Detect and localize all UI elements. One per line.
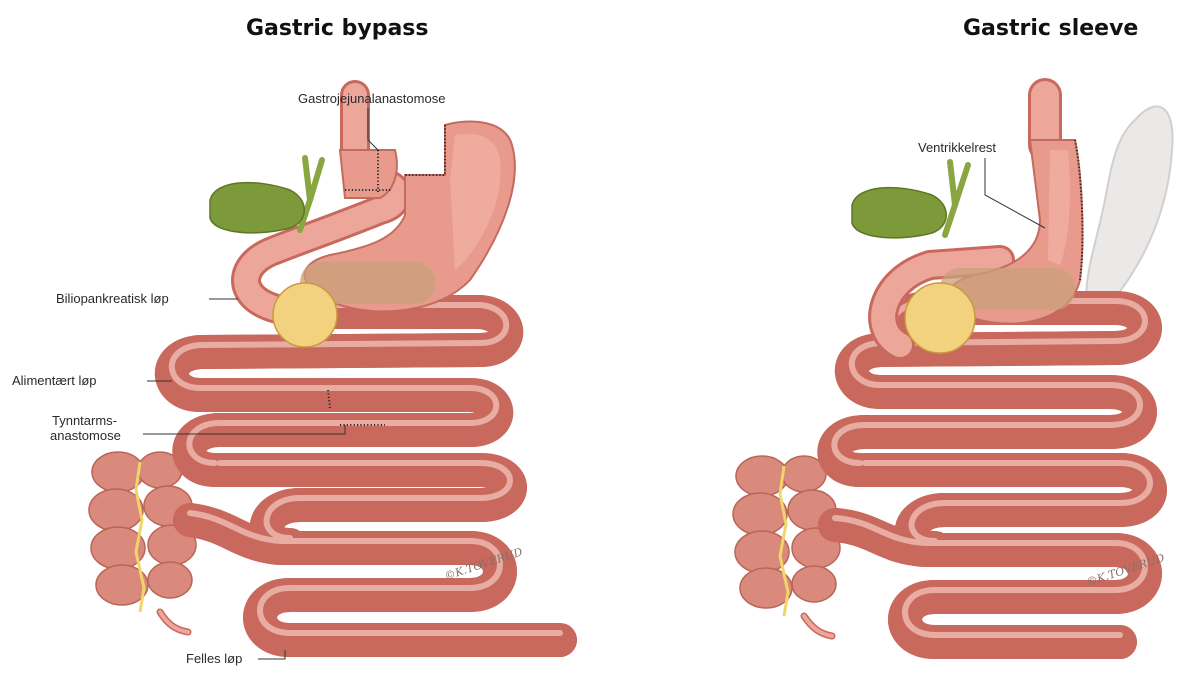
label-anastomosis-line1: Tynntarms- bbox=[52, 413, 117, 428]
bypass-colon bbox=[89, 452, 196, 632]
label-biliopancreatic: Biliopankreatisk løp bbox=[56, 291, 169, 306]
label-remnant: Ventrikkelrest bbox=[918, 140, 996, 155]
bypass-gallbladder bbox=[210, 158, 322, 233]
sleeve-small-intestine bbox=[834, 301, 1150, 642]
label-common: Felles løp bbox=[186, 651, 242, 666]
label-gastrojejunal: Gastrojejunalanastomose bbox=[298, 91, 445, 106]
bypass-small-intestine bbox=[172, 305, 560, 640]
label-alimentary: Alimentært løp bbox=[12, 373, 97, 388]
sleeve-duodenal-fat bbox=[905, 283, 975, 353]
bypass-illustration: Gastrojejunalanastomose Biliopankreatisk… bbox=[12, 91, 560, 666]
sleeve-gallbladder bbox=[852, 162, 968, 238]
label-anastomosis-line2: anastomose bbox=[50, 428, 121, 443]
bypass-duodenal-fat bbox=[273, 283, 337, 347]
sleeve-illustration: Ventrikkelrest ©K.TOVERUD bbox=[733, 95, 1173, 642]
sleeve-removed-stomach bbox=[1086, 106, 1172, 320]
sleeve-colon bbox=[733, 456, 840, 636]
